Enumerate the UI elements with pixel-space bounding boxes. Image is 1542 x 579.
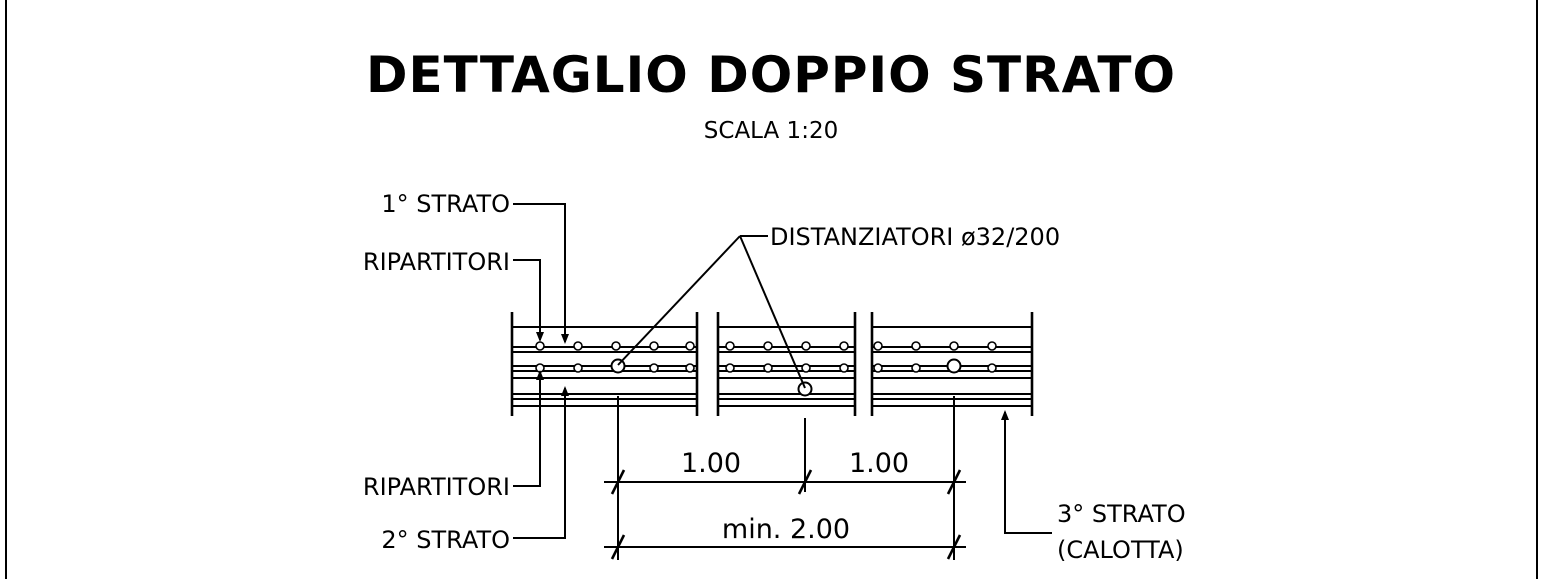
label-layer-2: 2° STRATO [381,386,569,554]
svg-text:3° STRATO: 3° STRATO [1057,500,1186,528]
dimension-lines [604,396,966,560]
label-layer-3: 3° STRATO (CALOTTA) [1001,410,1186,564]
drawing-title: DETTAGLIO DOPPIO STRATO [366,46,1176,104]
label-distributors-top: RIPARTITORI [363,248,544,342]
svg-text:(CALOTTA): (CALOTTA) [1057,536,1184,564]
svg-text:2° STRATO: 2° STRATO [381,526,510,554]
svg-text:DISTANZIATORI ø32/200: DISTANZIATORI ø32/200 [770,223,1060,251]
label-distributors-bottom: RIPARTITORI [363,370,544,501]
dimension-span-total: min. 2.00 [722,514,850,545]
rebar-dots [535,341,997,373]
spacer-circles [610,358,962,397]
sheet-frame [5,0,1538,579]
dimension-span-left: 1.00 [681,448,741,479]
slab-end-marks [510,312,1034,416]
dimension-span-right: 1.00 [849,448,909,479]
label-layer-1: 1° STRATO [381,190,569,344]
label-spacers: DISTANZIATORI ø32/200 [617,223,1060,389]
svg-text:RIPARTITORI: RIPARTITORI [363,248,510,276]
svg-text:1° STRATO: 1° STRATO [381,190,510,218]
svg-text:RIPARTITORI: RIPARTITORI [363,473,510,501]
slab-segment-middle [718,326,855,407]
drawing-scale: SCALA 1:20 [704,118,838,144]
